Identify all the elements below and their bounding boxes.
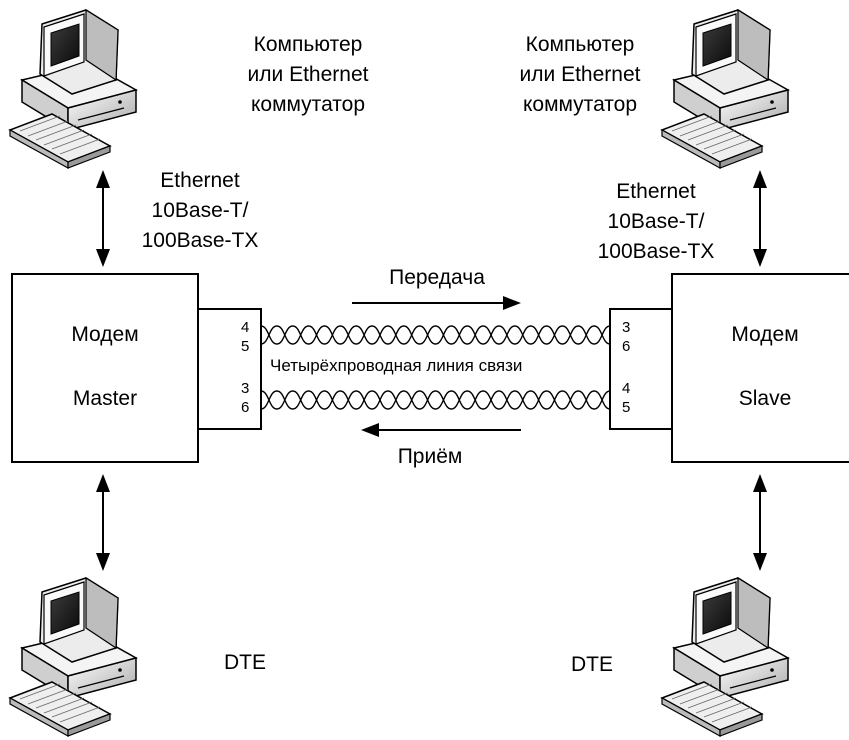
double-arrow-icon — [753, 474, 767, 571]
double-arrow-icon — [96, 170, 110, 267]
twisted-pair-icon — [260, 390, 611, 410]
device-label-top-left: Компьютер или Ethernet коммутатор — [247, 33, 369, 116]
pin-labels-left-bottom: 3 6 — [241, 380, 250, 416]
transmit-label: Передача — [389, 266, 485, 289]
pin-labels-left-top: 4 5 — [241, 319, 250, 355]
link-label-left: Ethernet 10Base-T/ 100Base-TX — [141, 169, 259, 252]
twisted-pair-wire — [260, 325, 611, 345]
dte-label-right: DTE — [571, 653, 613, 676]
receive-label: Приём — [397, 445, 463, 468]
twisted-pair-wire — [260, 390, 611, 410]
modem-slave-label: Модем — [731, 323, 799, 346]
modem-slave-box — [671, 273, 849, 463]
twisted-pair-wire — [260, 325, 611, 345]
twisted-pair-wire — [260, 390, 611, 410]
computer-icon — [9, 577, 137, 737]
dte-label-left: DTE — [224, 651, 266, 674]
device-label-top-right: Компьютер или Ethernet коммутатор — [519, 33, 641, 116]
arrow-left-icon — [361, 423, 521, 437]
modem-slave-role: Slave — [738, 387, 792, 410]
computer-icon — [9, 9, 137, 169]
double-arrow-icon — [753, 170, 767, 267]
modem-master-box — [11, 273, 199, 463]
arrow-right-icon — [352, 296, 521, 310]
modem-master-label: Модем — [71, 323, 139, 346]
line-label: Четырёхпроводная линия связи — [268, 356, 525, 376]
double-arrow-icon — [96, 474, 110, 571]
pin-labels-right-bottom: 4 5 — [622, 380, 631, 416]
twisted-pair-icon — [260, 325, 611, 345]
connector-left — [197, 308, 262, 430]
connector-right — [609, 308, 673, 430]
computer-icon — [661, 577, 789, 737]
pin-labels-right-top: 3 6 — [622, 319, 631, 355]
link-label-right: Ethernet 10Base-T/ 100Base-TX — [597, 180, 715, 263]
modem-master-role: Master — [72, 387, 138, 410]
